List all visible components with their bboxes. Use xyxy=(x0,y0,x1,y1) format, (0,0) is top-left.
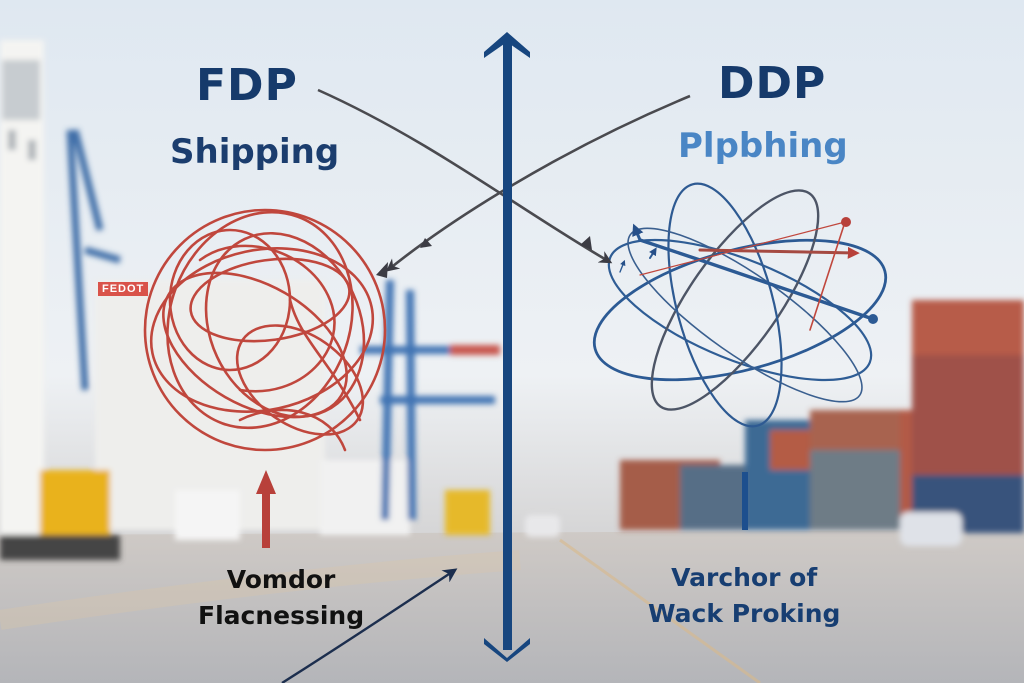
container-stacks xyxy=(620,300,1024,533)
ddp-subtitle: Plpbhing xyxy=(678,126,848,166)
left-caption-line2: Flacnessing xyxy=(198,601,365,630)
blue-crane-left xyxy=(66,129,121,391)
fdp-title: FDP xyxy=(196,60,298,111)
vertical-bar-marker xyxy=(742,472,748,530)
bottom-curved-arrow xyxy=(281,568,458,683)
office-building xyxy=(0,40,44,560)
fdp-subtitle: Shipping xyxy=(170,132,340,172)
arrow-ddp-to-fdp-tangle xyxy=(385,94,691,272)
fedot-sign: FEDOT xyxy=(98,282,149,296)
arrow-fdp-to-ddp-tangle xyxy=(317,88,613,264)
double-arrow-vertical-icon xyxy=(484,32,530,662)
right-caption: Varchor of Wack Proking xyxy=(648,560,840,632)
right-caption-line1: Varchor of xyxy=(671,563,818,592)
tangled-process-scribble xyxy=(143,208,387,452)
ddp-title: DDP xyxy=(718,58,827,109)
left-caption: Vomdor Flacnessing xyxy=(198,562,364,634)
right-caption-line2: Wack Proking xyxy=(648,599,841,628)
cross-arrows xyxy=(317,88,691,272)
left-caption-line1: Vomdor xyxy=(226,565,336,594)
up-arrow-icon xyxy=(256,470,276,548)
